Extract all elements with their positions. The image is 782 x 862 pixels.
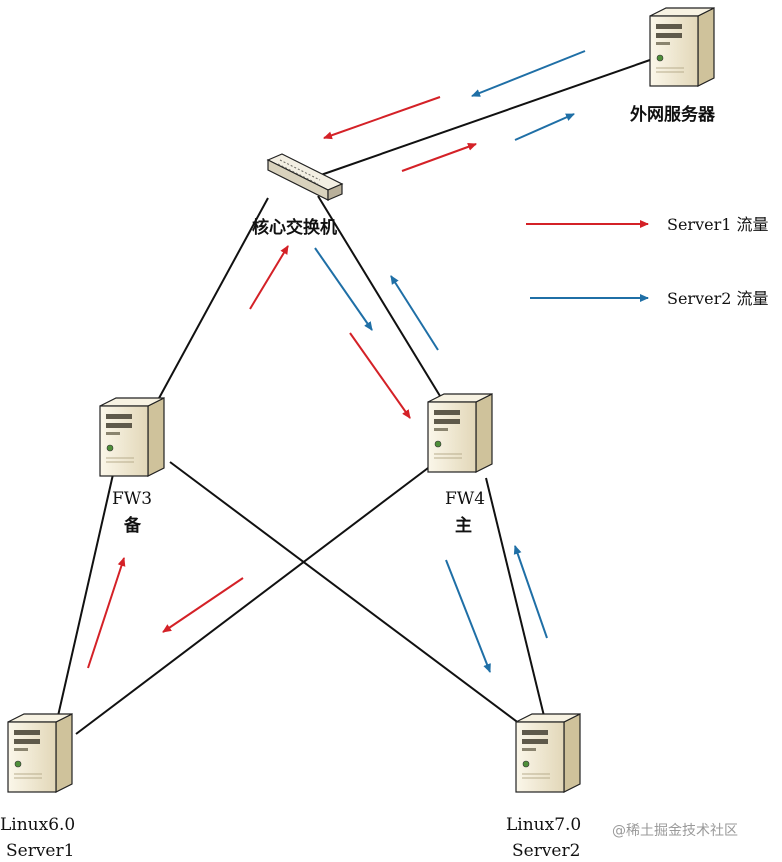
link-fw4-to-linux7 xyxy=(485,477,545,717)
fw3-icon xyxy=(99,397,165,477)
server2-flow-arrow xyxy=(513,545,548,639)
server1-flow-arrow xyxy=(323,96,441,140)
legend-server1-label: Server1 流量 xyxy=(667,215,769,234)
watermark: @稀土掘金技术社区 xyxy=(612,823,738,839)
server2-flow-arrows xyxy=(314,50,586,673)
link-core-to-fw3 xyxy=(157,197,269,401)
link-fw4-to-linux6 xyxy=(75,461,437,735)
linux6-sub-label: Server1 xyxy=(6,841,74,861)
links xyxy=(57,59,651,735)
linux6-server-icon xyxy=(7,713,73,793)
server2-flow-arrow xyxy=(514,113,575,141)
core-switch-label: 核心交换机 xyxy=(252,217,337,238)
external-server-icon xyxy=(649,7,715,87)
legend: Server1 流量 Server2 流量 xyxy=(526,215,769,308)
link-external-to-core xyxy=(317,59,651,177)
server2-flow-arrow xyxy=(445,559,491,673)
server1-flow-arrow xyxy=(401,142,477,172)
server2-flow-arrow xyxy=(390,275,439,351)
external-server-label: 外网服务器 xyxy=(630,104,716,125)
linux7-sub-label: Server2 xyxy=(512,841,580,861)
linux7-label: Linux7.0 xyxy=(506,815,581,835)
fw4-role-label: 主 xyxy=(455,515,472,536)
link-core-to-fw4 xyxy=(317,195,441,397)
fw3-label: FW3 xyxy=(112,489,152,509)
fw4-icon xyxy=(427,393,493,473)
linux6-label: Linux6.0 xyxy=(0,815,75,835)
server1-flow-arrow xyxy=(349,332,411,419)
linux7-server-icon xyxy=(515,713,581,793)
link-fw3-to-linux6 xyxy=(57,469,115,717)
server1-flow-arrows xyxy=(87,96,477,669)
link-fw3-to-linux7 xyxy=(169,461,529,731)
server1-flow-arrow xyxy=(87,557,126,669)
server2-flow-arrow xyxy=(471,50,586,97)
fw3-role-label: 备 xyxy=(123,515,142,536)
server1-flow-arrow xyxy=(249,245,289,310)
core-switch-icon xyxy=(266,153,344,201)
fw4-label: FW4 xyxy=(445,489,485,509)
legend-server2-label: Server2 流量 xyxy=(667,289,769,308)
server1-flow-arrow xyxy=(162,577,244,633)
server2-flow-arrow xyxy=(314,247,373,331)
